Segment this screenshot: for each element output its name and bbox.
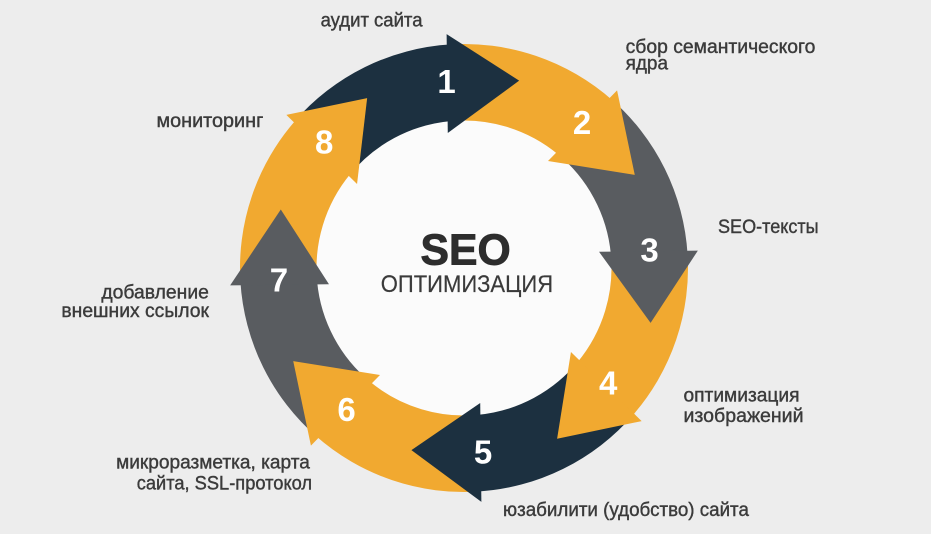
svg-text:8: 8: [315, 123, 333, 160]
svg-text:ОПТИМИЗАЦИЯ: ОПТИМИЗАЦИЯ: [381, 271, 553, 298]
svg-text:мониторинг: мониторинг: [157, 110, 264, 132]
svg-text:юзабилити (удобство) сайта: юзабилити (удобство) сайта: [503, 499, 749, 521]
svg-text:микроразметка, карта: микроразметка, карта: [116, 451, 310, 473]
svg-text:5: 5: [474, 434, 492, 471]
svg-text:оптимизация: оптимизация: [684, 385, 800, 407]
svg-text:ядра: ядра: [626, 52, 669, 74]
svg-text:аудит сайта: аудит сайта: [321, 9, 423, 31]
svg-text:3: 3: [640, 232, 658, 269]
svg-text:внешних ссылок: внешних ссылок: [61, 300, 209, 322]
svg-text:7: 7: [270, 262, 288, 299]
svg-text:1: 1: [437, 63, 455, 100]
svg-text:SEO: SEO: [421, 226, 511, 275]
svg-text:6: 6: [337, 391, 355, 428]
svg-text:SEO-тексты: SEO-тексты: [718, 216, 819, 238]
svg-text:2: 2: [573, 104, 591, 141]
svg-text:добавление: добавление: [101, 281, 208, 303]
svg-text:4: 4: [599, 365, 618, 402]
svg-text:сайта, SSL-протокол: сайта, SSL-протокол: [137, 472, 312, 494]
svg-text:сбор семантического: сбор семантического: [626, 36, 816, 58]
svg-text:изображений: изображений: [684, 405, 804, 427]
